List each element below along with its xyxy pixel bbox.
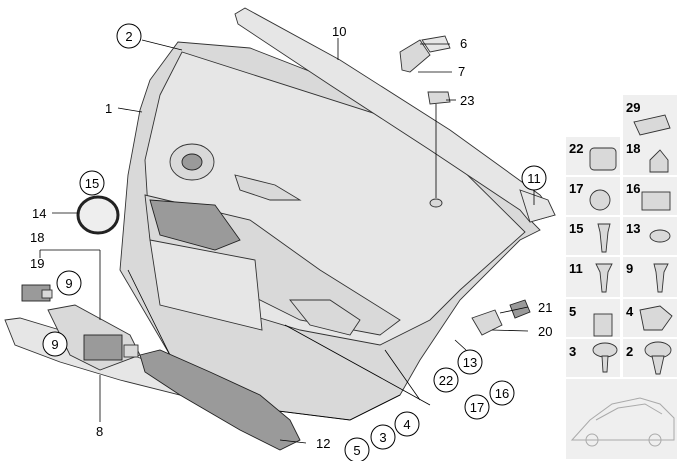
- grid-label-4: 4: [626, 304, 634, 319]
- svg-text:13: 13: [463, 355, 477, 370]
- plate-16-icon: [641, 191, 671, 211]
- grid-label-3: 3: [569, 344, 576, 359]
- svg-text:9: 9: [65, 276, 72, 291]
- strip-29-icon: [633, 114, 671, 136]
- nut-17-icon: [589, 189, 611, 211]
- leader-lines: [39, 38, 535, 444]
- fasteners-grid: 29 22 18 17 16 15 13 11 9 5 4 3 2: [566, 95, 677, 459]
- callout-20: 20: [538, 324, 552, 339]
- callout-11: 11: [521, 165, 547, 191]
- screw-9-icon: [653, 263, 669, 293]
- clip-23: [427, 91, 451, 208]
- callout-16: 16: [489, 380, 515, 406]
- end-cap-11: [519, 189, 556, 223]
- callout-4: 4: [394, 411, 420, 437]
- callout-21: 21: [538, 300, 552, 315]
- callout-1: 1: [105, 101, 112, 116]
- switch-19: [21, 284, 53, 302]
- callout-8: 8: [96, 424, 103, 439]
- callout-12: 12: [316, 436, 330, 451]
- badge-22-icon: [589, 147, 617, 171]
- callout-14: 14: [32, 206, 46, 221]
- callout-9-lower: 9: [42, 331, 68, 357]
- grid-label-22: 22: [569, 141, 583, 156]
- callout-18: 18: [30, 230, 44, 245]
- svg-text:9: 9: [51, 337, 58, 352]
- screw-11-icon: [595, 263, 613, 293]
- svg-text:17: 17: [470, 400, 484, 415]
- grid-label-15: 15: [569, 221, 583, 236]
- screw-3-shank-icon: [601, 355, 609, 373]
- vehicle-silhouette-icon: [570, 397, 675, 447]
- grid-label-29: 29: [626, 100, 640, 115]
- svg-text:11: 11: [527, 171, 541, 186]
- grid-label-16: 16: [626, 181, 640, 196]
- clip-20-21: [471, 299, 531, 336]
- window-switch-panel: [47, 304, 141, 371]
- screw-13-icon: [649, 229, 671, 243]
- callout-2: 2: [116, 23, 142, 49]
- screw-3-icon: [592, 342, 618, 358]
- svg-text:22: 22: [439, 373, 453, 388]
- clip-18-icon: [649, 149, 669, 173]
- svg-text:4: 4: [403, 417, 410, 432]
- callout-13: 13: [457, 349, 483, 375]
- svg-text:5: 5: [353, 443, 360, 458]
- callout-9-upper: 9: [56, 270, 82, 296]
- grid-label-9: 9: [626, 261, 633, 276]
- grid-label-13: 13: [626, 221, 640, 236]
- svg-text:3: 3: [379, 430, 386, 445]
- screw-15-icon: [597, 223, 611, 253]
- svg-text:15: 15: [85, 176, 99, 191]
- grid-label-5: 5: [569, 304, 576, 319]
- svg-text:2: 2: [125, 29, 132, 44]
- callout-7: 7: [458, 64, 465, 79]
- callout-17: 17: [464, 394, 490, 420]
- grid-label-17: 17: [569, 181, 583, 196]
- grid-label-11: 11: [569, 261, 583, 276]
- callout-22: 22: [433, 367, 459, 393]
- lower-rail: [139, 349, 301, 451]
- nut-4-icon: [639, 305, 673, 331]
- clip-5-icon: [593, 313, 613, 337]
- plug-2-shank-icon: [651, 355, 665, 375]
- callout-19: 19: [30, 256, 44, 271]
- speaker-grille: [76, 195, 120, 235]
- callout-6: 6: [460, 36, 467, 51]
- callout-15: 15: [79, 170, 105, 196]
- callout-23: 23: [460, 93, 474, 108]
- grid-label-2: 2: [626, 344, 633, 359]
- svg-text:16: 16: [495, 386, 509, 401]
- callout-10: 10: [332, 24, 346, 39]
- grid-label-18: 18: [626, 141, 640, 156]
- clip-6-7: [399, 35, 451, 73]
- callout-5: 5: [344, 437, 370, 461]
- callout-3: 3: [370, 424, 396, 450]
